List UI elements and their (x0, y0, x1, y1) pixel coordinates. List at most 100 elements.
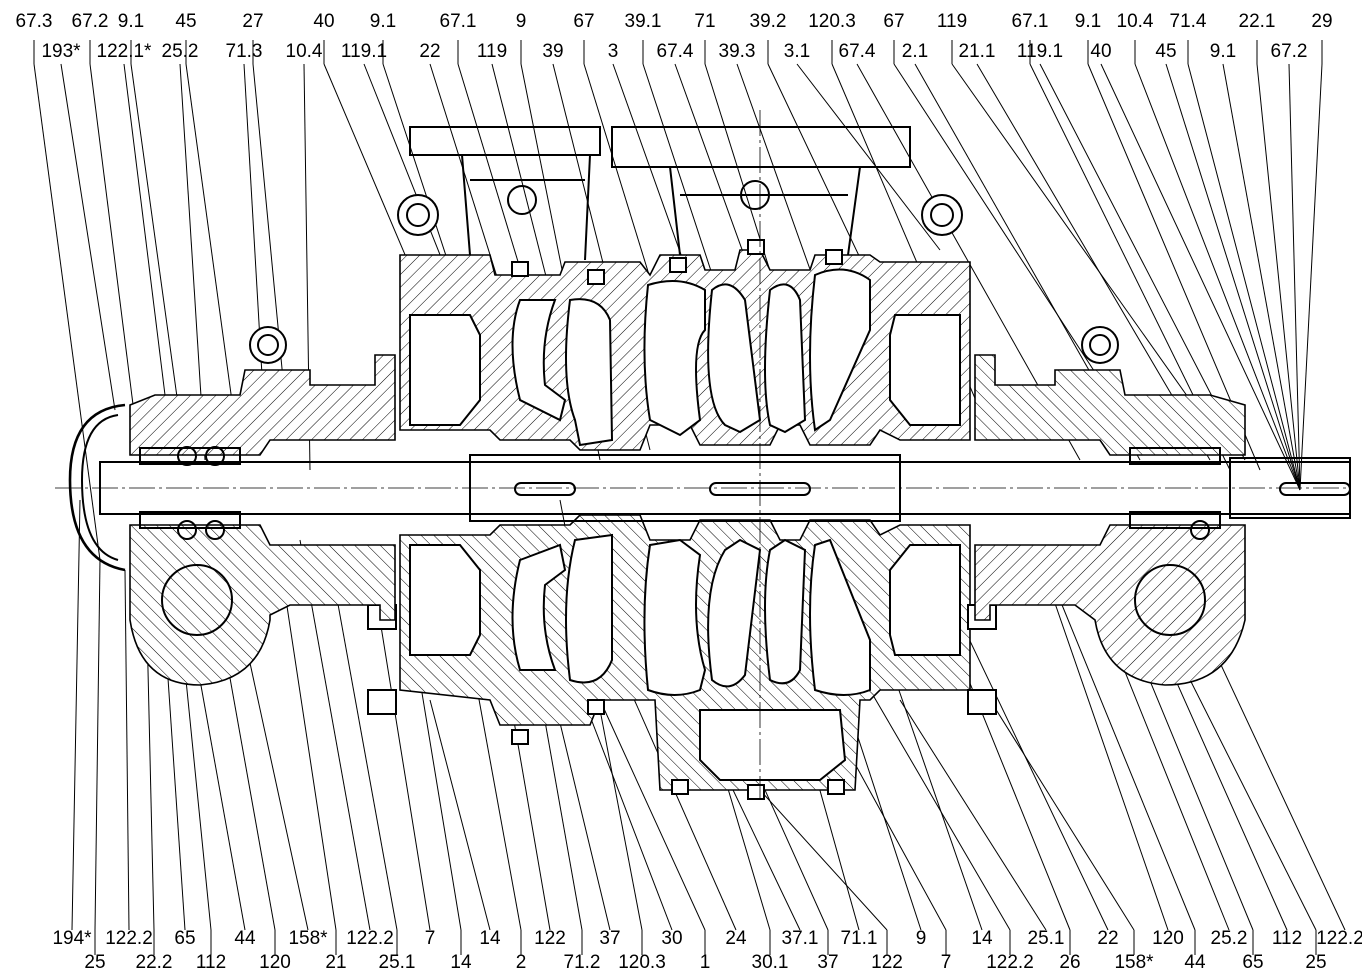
oil-ring-right (1134, 564, 1206, 636)
part-label: 194* (52, 928, 92, 949)
part-label: 71.4 (1170, 11, 1207, 32)
part-label: 7 (941, 952, 952, 972)
part-label: 67.2 (72, 11, 109, 32)
leader-line (1059, 599, 1196, 931)
part-label: 14 (450, 952, 472, 972)
part-label: 45 (175, 11, 196, 32)
impeller-1-upper (511, 299, 567, 422)
part-label: 67.2 (1271, 41, 1308, 62)
part-label: 21.1 (959, 41, 996, 62)
part-label: 30 (661, 928, 682, 949)
leader-line (71, 499, 81, 931)
leader-line (959, 619, 1109, 931)
channel-1-lower (565, 533, 613, 684)
part-label: 10.4 (286, 41, 323, 62)
part-label: 26 (1059, 952, 1080, 972)
part-label: 122 (534, 928, 566, 949)
part-label: 39.3 (719, 41, 756, 62)
part-label: 44 (1184, 952, 1206, 972)
shaft-key-left (514, 482, 576, 496)
impeller-2-lower (707, 538, 762, 688)
part-label: 122.2 (105, 928, 153, 949)
part-label: 22.2 (136, 952, 173, 972)
part-label: 120 (259, 952, 291, 972)
impeller-1-lower (511, 543, 567, 671)
part-label: 119 (937, 11, 967, 32)
leader-line (429, 699, 491, 931)
leader-line (244, 639, 309, 931)
suction-flange-top (409, 126, 601, 156)
coupling-end (1229, 457, 1351, 519)
part-label: 39.2 (750, 11, 787, 32)
part-label: 9.1 (1075, 11, 1101, 32)
leader-line (951, 63, 1191, 401)
leader-lines (33, 63, 1346, 931)
part-label: 9.1 (1210, 41, 1236, 62)
part-label: 122.2 (346, 928, 394, 949)
part-label: 122 (871, 952, 903, 972)
discharge-chamber-lower (699, 709, 847, 781)
leader-line (796, 63, 941, 251)
leader-line (130, 63, 186, 456)
channel-3-upper (809, 268, 871, 432)
part-label: 25.1 (379, 952, 416, 972)
leader-line (323, 63, 421, 291)
leader-line (579, 689, 673, 931)
leader-line (1299, 63, 1323, 491)
part-label: 25.1 (1028, 928, 1065, 949)
part-label: 122.1* (97, 41, 153, 62)
part-label: 2.1 (902, 41, 928, 62)
bearing-housing-left (129, 354, 396, 456)
part-label: 29 (1311, 11, 1332, 32)
leader-line (1222, 63, 1301, 491)
part-label: 65 (174, 928, 195, 949)
leader-line (329, 559, 398, 931)
part-label: 67.4 (839, 41, 876, 62)
leader-line (989, 699, 1135, 931)
part-label: 2 (516, 952, 527, 972)
channel-2-upper (643, 280, 706, 437)
part-label: 45 (1155, 41, 1176, 62)
label-column-ticks (33, 40, 1323, 955)
part-label: 7 (425, 928, 436, 949)
bearing-pocket-lower-right (889, 544, 961, 656)
part-label: 37.1 (782, 928, 819, 949)
part-label: 22.1 (1239, 11, 1276, 32)
part-label: 25.2 (1211, 928, 1248, 949)
part-label: 112 (196, 952, 226, 972)
leader-line (33, 63, 101, 561)
part-label: 39.1 (625, 11, 662, 32)
lifting-eyes (249, 180, 1119, 364)
bearing-housing-left-lower (129, 524, 396, 686)
part-label: 119 (477, 41, 507, 62)
end-cap-left (68, 403, 126, 572)
roller-bearings-right (1129, 447, 1221, 540)
bearing-pocket-upper-left (409, 314, 481, 426)
part-label: 67.4 (657, 41, 694, 62)
part-label: 25.2 (162, 41, 199, 62)
part-label: 24 (725, 928, 747, 949)
bearing-pocket-lower-left (409, 544, 481, 656)
part-label: 67 (573, 11, 594, 32)
leader-line (1100, 63, 1301, 491)
part-label: 10.4 (1117, 11, 1154, 32)
part-label: 27 (242, 11, 263, 32)
leader-line (60, 63, 116, 411)
leader-line (1039, 63, 1246, 461)
leader-line (1165, 63, 1301, 491)
part-label: 3.1 (784, 41, 810, 62)
part-label: 14 (971, 928, 993, 949)
leader-line (279, 559, 337, 931)
leader-line (759, 789, 888, 931)
leader-line (379, 619, 431, 931)
part-label: 71.3 (226, 41, 263, 62)
bearing-pocket-upper-right (889, 314, 961, 426)
leader-line (869, 689, 1011, 931)
leader-line (123, 63, 166, 396)
ball-bearings-left (139, 446, 241, 540)
leader-line (1039, 559, 1169, 931)
part-label: 71 (694, 11, 715, 32)
leader-line (899, 699, 1047, 931)
part-label: 120.3 (808, 11, 856, 32)
